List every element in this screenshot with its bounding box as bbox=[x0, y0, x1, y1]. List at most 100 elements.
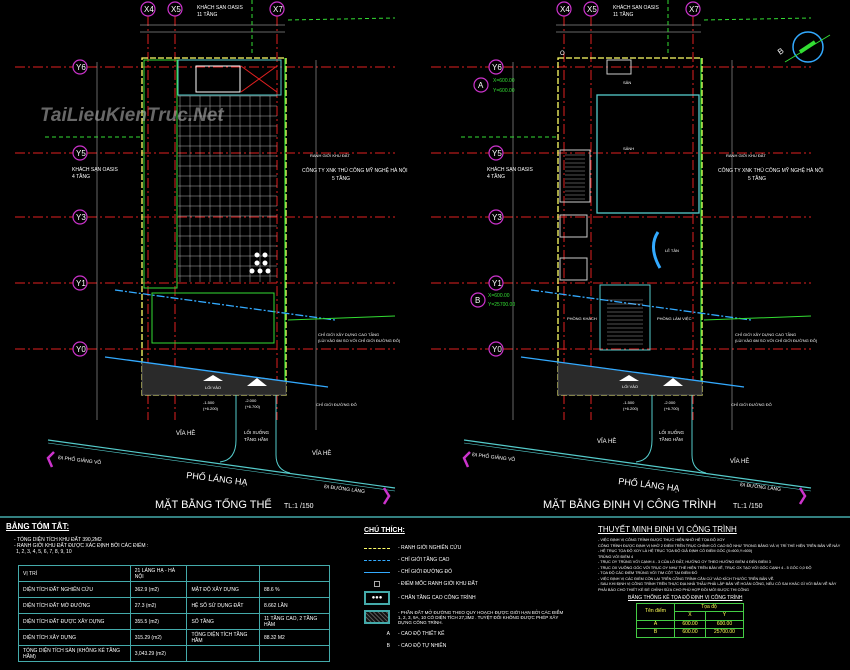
ramp-curve bbox=[691, 395, 707, 474]
basement-label: LỐI XUỐNG bbox=[659, 429, 685, 435]
entrance-arrow-icon bbox=[203, 375, 223, 381]
room-label: LỄ TÂN bbox=[665, 248, 679, 253]
axis-label: Y0 bbox=[492, 345, 502, 354]
axis-label: Y0 bbox=[76, 345, 86, 354]
column-dot bbox=[257, 268, 263, 274]
setback-note: (LÙI VÀO 6M SO VỚI CHỈ GIỚI ĐƯỜNG ĐỎ) bbox=[318, 338, 401, 343]
left-plan-title: MẶT BẰNG TỔNG THỂ bbox=[155, 498, 272, 511]
col-x: X bbox=[674, 611, 706, 621]
legend-title: CHÚ THÍCH: bbox=[364, 527, 405, 534]
cell: 25700.00 bbox=[704, 628, 745, 638]
axis-label: X7 bbox=[273, 5, 283, 14]
col-point: Tên điểm bbox=[636, 602, 675, 621]
legend-item: - CAO ĐỘ TỰ NHIÊN bbox=[398, 643, 447, 649]
neighbor-left: KHÁCH SẠN OASIS bbox=[72, 166, 119, 173]
explain-line: TRÙNG VỚI ĐIỂM 4 bbox=[598, 554, 634, 559]
red-line-label: CHỈ GIỚI ĐƯỜNG ĐỎ bbox=[316, 402, 357, 407]
point-b-x: X=600.00 bbox=[488, 293, 510, 299]
level-mark: -1.500 bbox=[623, 400, 635, 405]
neighbor-right: CÔNG TY XNK THỦ CÔNG MỸ NGHỆ HÀ NỘI bbox=[302, 166, 408, 174]
column-dot bbox=[254, 260, 260, 266]
point-a-x: X=600.00 bbox=[493, 78, 515, 84]
explain-line: - TỌA ĐỘ CÁC ĐIỂM TRÙNG VỚI TIM CỘT TẠI … bbox=[598, 571, 698, 575]
point-b-marker bbox=[470, 292, 486, 308]
neighbor-top-floors: 11 TẦNG bbox=[197, 11, 217, 18]
cell: 600.00 bbox=[704, 619, 745, 629]
level-mark: (+6.200) bbox=[623, 406, 639, 411]
neighbor-right-floors: 5 TẦNG bbox=[332, 175, 350, 182]
boundary-label: RANH GIỚI KHU ĐẤT bbox=[310, 153, 350, 158]
setback-line bbox=[530, 289, 752, 321]
table-cell: MẬT ĐỘ XÂY DỰNG bbox=[186, 581, 260, 598]
elevator-icon bbox=[559, 257, 588, 281]
point-b-y: Y=25700.00 bbox=[488, 302, 515, 308]
level-mark: -2.000 bbox=[245, 398, 257, 403]
axis-label: X5 bbox=[587, 5, 597, 14]
axis-marker bbox=[488, 275, 504, 291]
legend-item: - CHỈ GIỚI ĐƯỜNG ĐỎ bbox=[398, 569, 452, 575]
point-a-label: A bbox=[478, 81, 484, 90]
column-dot bbox=[265, 268, 271, 274]
right-plan-title: MẶT BẰNG ĐỊNH VỊ CÔNG TRÌNH bbox=[543, 498, 716, 511]
elevator-icon bbox=[559, 214, 588, 238]
street-name: PHỐ LÁNG HẠ bbox=[618, 475, 680, 493]
right-plan-scale: TL:1 /150 bbox=[733, 503, 763, 510]
explain-line: - TRỤC OX VUÔNG GÓC VỚI TRỤC OY NHƯ THỂ … bbox=[598, 565, 812, 570]
column-dot bbox=[249, 268, 255, 274]
summary-title: BẢNG TÓM TẮT: bbox=[6, 522, 70, 531]
cell: 600.00 bbox=[674, 628, 706, 638]
stair-room bbox=[559, 149, 591, 203]
axis-marker bbox=[140, 1, 156, 17]
table-cell: 88.32 M2 bbox=[258, 629, 331, 646]
table-cell: HỆ SỐ SỬ DỤNG ĐẤT bbox=[186, 597, 260, 614]
cad-line bbox=[287, 17, 396, 21]
room bbox=[599, 284, 651, 351]
arrow-left-icon bbox=[462, 451, 471, 468]
neighbor-left-floors: 4 TẦNG bbox=[487, 173, 505, 180]
axis-marker bbox=[167, 1, 183, 17]
level-mark: (+6.200) bbox=[203, 406, 219, 411]
arrow-left-icon bbox=[46, 451, 55, 468]
axis-marker bbox=[488, 59, 504, 75]
table-cell: 88.6 % bbox=[258, 581, 331, 598]
cad-line bbox=[703, 315, 812, 321]
red-line bbox=[104, 356, 329, 388]
hall-room bbox=[596, 94, 700, 214]
cell: A bbox=[636, 619, 675, 629]
void-cross bbox=[240, 65, 278, 93]
street-edge bbox=[47, 439, 396, 489]
summary-note: - RANH GIỚI KHU ĐẤT ĐƯỢC XÁC ĐỊNH BỞI CÁ… bbox=[14, 543, 149, 549]
stair-icon bbox=[195, 65, 241, 93]
table-cell: DIỆN TÍCH ĐẤT NGHIÊN CỨU bbox=[18, 581, 131, 598]
legend-item: - RANH GIỚI NGHIÊN CỨU bbox=[398, 545, 462, 551]
to-duong-lang: ĐI ĐƯỜNG LÁNG bbox=[324, 483, 366, 495]
left-plan-scale: TL:1 /150 bbox=[284, 503, 314, 510]
axis-marker bbox=[556, 1, 572, 17]
watermark: TaiLieuKienTruc.Net bbox=[40, 105, 224, 126]
reception-desk bbox=[652, 231, 662, 269]
cad-line bbox=[703, 17, 812, 21]
table-cell bbox=[258, 645, 331, 662]
table-cell: SỐ TẦNG bbox=[186, 613, 260, 630]
col-y: Y bbox=[704, 611, 745, 621]
axis-label: Y3 bbox=[76, 213, 86, 222]
table-cell: 355.5 (m2) bbox=[129, 613, 188, 630]
axis-marker bbox=[72, 341, 88, 357]
axis-label: Y3 bbox=[492, 213, 502, 222]
legend-item: - PHẦN ĐẤT MỞ ĐƯỜNG THEO QUY HOẠCH ĐƯỢC … bbox=[398, 609, 564, 625]
explain-line: - HỆ TRỤC TỌA ĐỘ XOY LÀ HỆ TRỤC TỌA ĐỘ G… bbox=[598, 549, 753, 553]
axis-marker bbox=[72, 275, 88, 291]
setback-line bbox=[114, 289, 336, 321]
axis-label: Y6 bbox=[76, 63, 86, 72]
axis-marker bbox=[72, 145, 88, 161]
room-label: SẢNH bbox=[623, 146, 634, 151]
table-cell: 27.3 (m2) bbox=[129, 597, 188, 614]
column-dot bbox=[262, 260, 268, 266]
